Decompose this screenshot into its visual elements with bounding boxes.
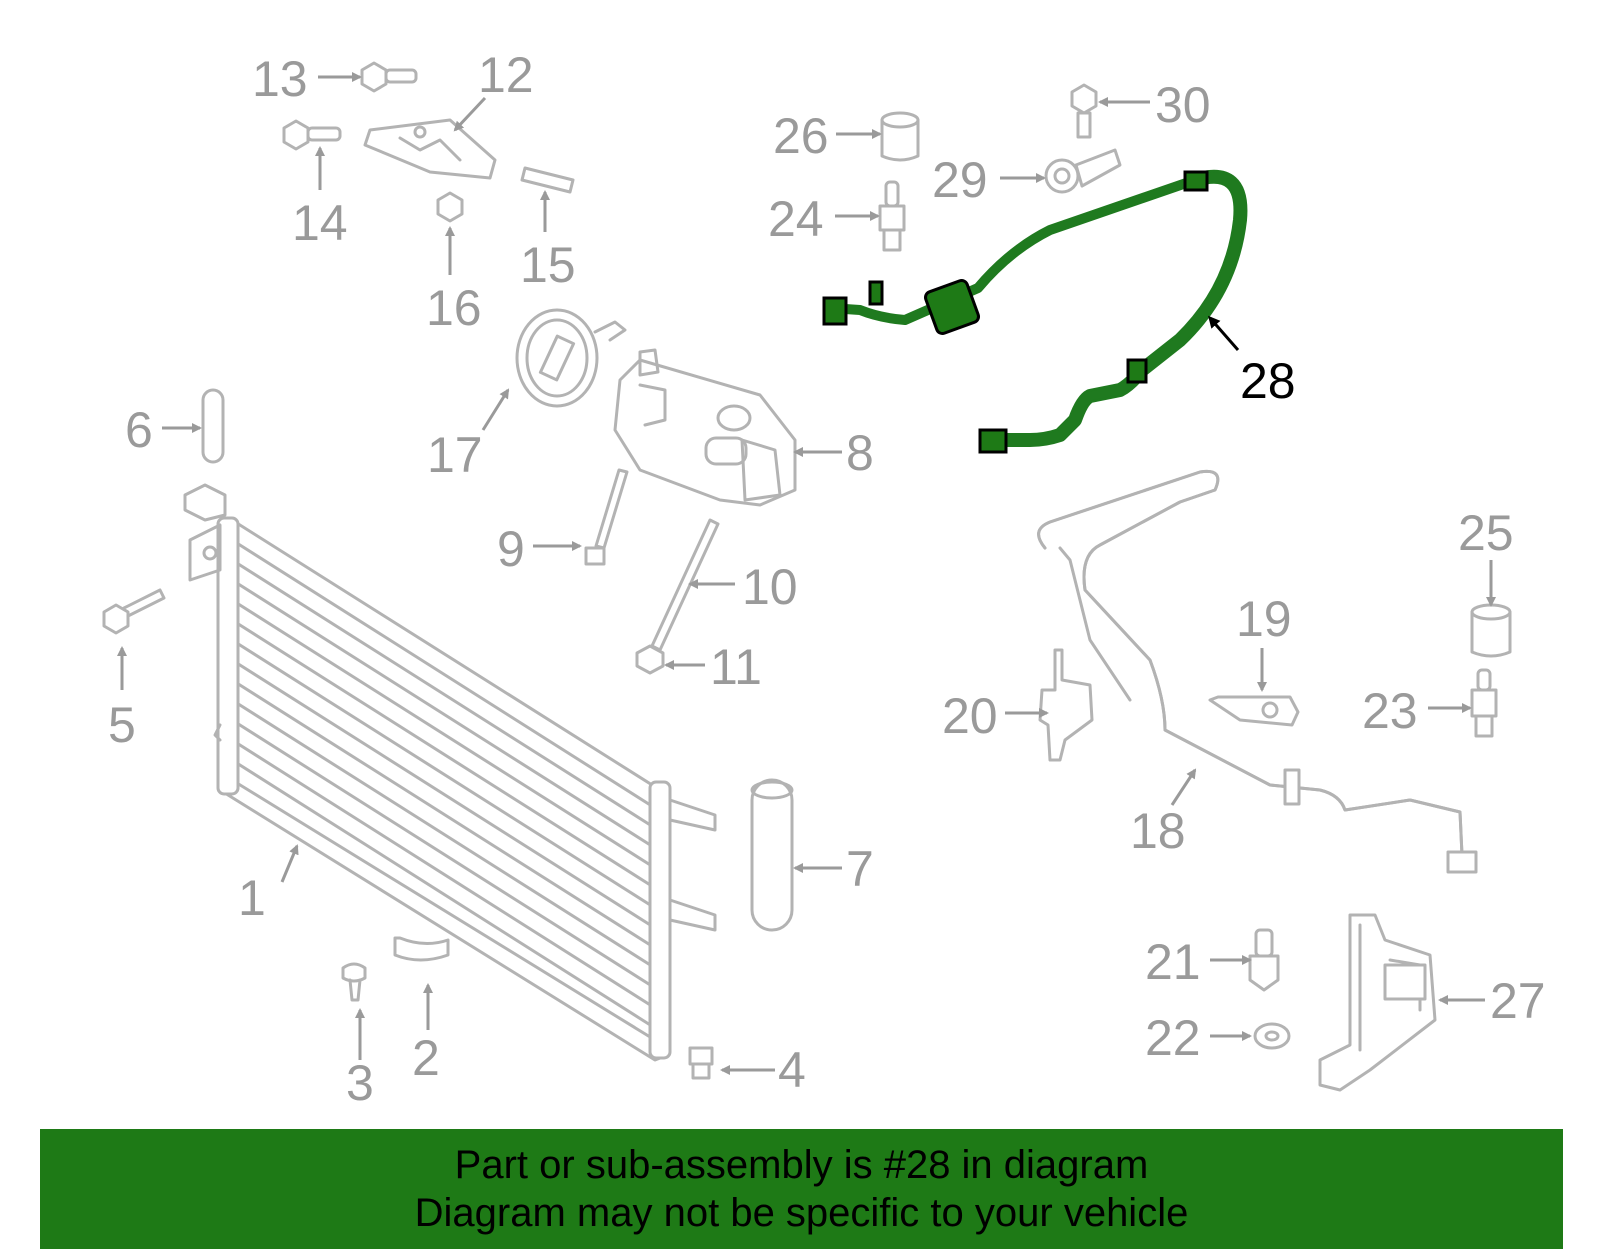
callout-9: 9	[497, 521, 525, 577]
fitting-29-part	[1044, 148, 1122, 194]
ac-line-part	[1037, 469, 1478, 874]
bracket-27-part	[1318, 913, 1437, 1092]
callout-11: 11	[710, 639, 762, 695]
bolt-part	[102, 588, 166, 635]
callout-1: 1	[238, 870, 266, 926]
callout-6: 6	[125, 402, 153, 458]
callout-7: 7	[846, 841, 874, 897]
callout-24: 24	[768, 191, 824, 247]
nut-16-part	[436, 191, 464, 223]
clutch-part	[515, 308, 627, 408]
bolt-30-part	[1070, 83, 1098, 139]
callout-17: 17	[427, 427, 483, 483]
flange-nut-part	[635, 644, 665, 675]
highlighted-hose-part-28	[822, 169, 1248, 454]
callout-27: 27	[1490, 973, 1546, 1029]
condenser-part	[183, 483, 717, 1062]
callout-10: 10	[742, 559, 798, 615]
banner-line-1: Part or sub-assembly is #28 in diagram	[454, 1143, 1149, 1187]
callout-8: 8	[846, 425, 874, 481]
callout-5: 5	[108, 697, 136, 753]
callout-20: 20	[942, 688, 998, 744]
pin-part	[341, 962, 367, 1002]
callout-28: 28	[1240, 353, 1296, 409]
bracket-part	[393, 936, 450, 962]
callout-13: 13	[252, 51, 308, 107]
callout-2: 2	[412, 1030, 440, 1086]
tube-part	[201, 388, 225, 464]
mount-bracket-part	[1038, 648, 1094, 762]
callout-26: 26	[773, 108, 829, 164]
pin-15-part	[520, 166, 575, 194]
cap-26-part	[880, 111, 920, 162]
sensor-24-part	[878, 180, 906, 252]
callout-21: 21	[1145, 934, 1201, 990]
receiver-drier-part	[750, 778, 794, 932]
callout-12: 12	[478, 47, 534, 103]
callout-labels: 1 2 3 4 5 6 7 8 9 10 11 12 13 14 15 16 1…	[108, 47, 1546, 1111]
callout-3: 3	[346, 1055, 374, 1111]
callout-30: 30	[1155, 77, 1211, 133]
line-bracket-part	[1208, 695, 1300, 727]
bolt-14-part	[282, 119, 342, 151]
bolt-13-part	[360, 61, 418, 93]
callout-15: 15	[520, 237, 576, 293]
callout-22: 22	[1145, 1010, 1201, 1066]
sensor-23-part	[1470, 668, 1498, 738]
sensor-21-part	[1248, 928, 1280, 992]
callout-16: 16	[426, 280, 482, 336]
mounting-bracket-part	[363, 118, 497, 180]
banner-line-2: Diagram may not be specific to your vehi…	[414, 1191, 1189, 1235]
callout-25: 25	[1458, 505, 1514, 561]
callout-23: 23	[1362, 683, 1418, 739]
callout-4: 4	[778, 1042, 806, 1098]
callout-18: 18	[1130, 803, 1186, 859]
info-banner: Part or sub-assembly is #28 in diagram D…	[40, 1129, 1563, 1249]
callout-14: 14	[292, 195, 348, 251]
compressor-part	[613, 348, 797, 507]
long-bolt-part	[584, 468, 629, 566]
o-ring-part	[1253, 1022, 1291, 1050]
cap-25-part	[1470, 603, 1512, 658]
nut-part	[688, 1046, 714, 1080]
callout-29: 29	[932, 152, 988, 208]
callout-19: 19	[1236, 591, 1292, 647]
leader-arrows	[117, 72, 1496, 1075]
